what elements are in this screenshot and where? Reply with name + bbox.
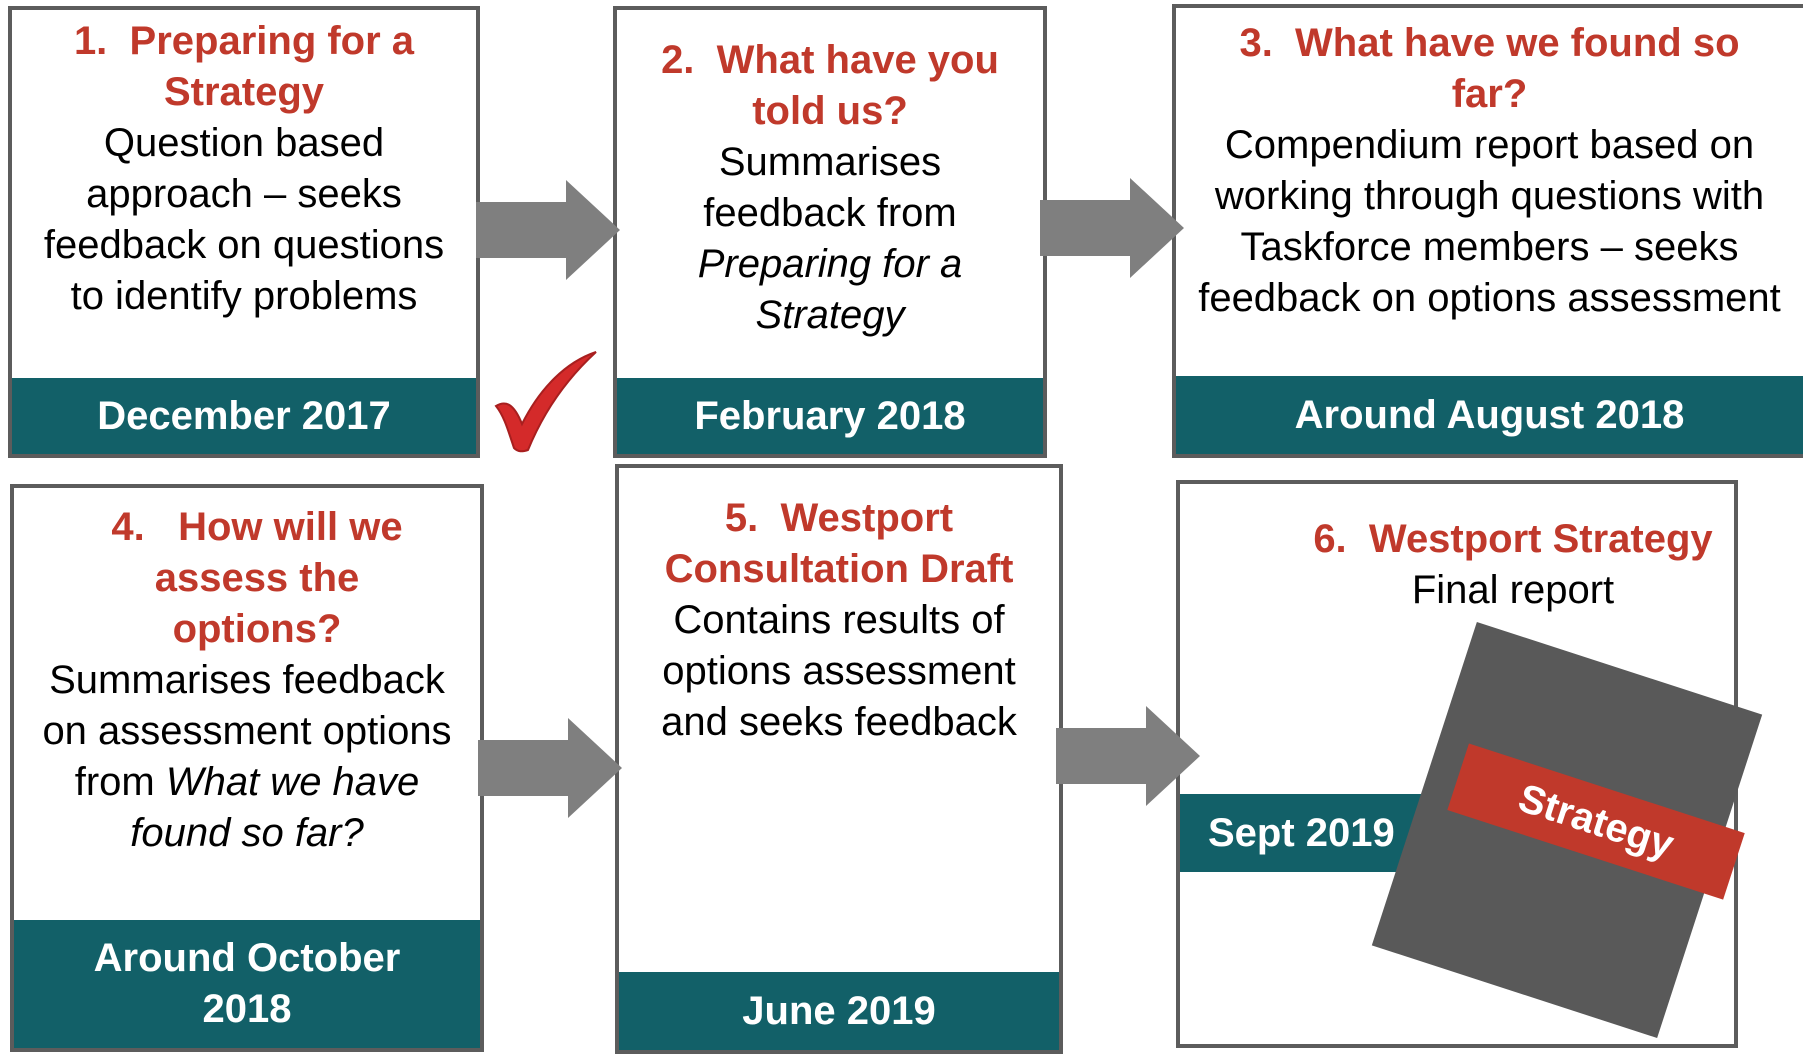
step-6-body: Final report bbox=[1411, 568, 1615, 612]
step-6-text: 6. Westport Strategy Final report bbox=[1180, 514, 1734, 616]
step-4-text: 4. How will we assess the options? Summa… bbox=[14, 502, 480, 859]
step-5-body: Contains results of options assessment a… bbox=[661, 598, 1017, 744]
step-1-title: 1. Preparing for a Strategy bbox=[73, 19, 415, 114]
step-5-date: June 2019 bbox=[619, 972, 1059, 1050]
step-4-body-italic: What we have found so far? bbox=[130, 760, 420, 855]
step-3-title: 3. What have we found so far? bbox=[1239, 21, 1740, 116]
step-5-text: 5. Westport Consultation Draft Contains … bbox=[619, 493, 1059, 748]
right-arrow-icon bbox=[476, 180, 620, 280]
step-3-box: 3. What have we found so far? Compendium… bbox=[1172, 4, 1803, 458]
step-6-title: 6. Westport Strategy bbox=[1313, 517, 1713, 561]
step-2-date: February 2018 bbox=[617, 378, 1043, 454]
step-4-body: Summarises feedback on assessment option… bbox=[42, 658, 452, 804]
right-arrow-icon bbox=[478, 718, 622, 818]
check-mark-icon bbox=[494, 351, 597, 453]
step-2-box: 2. What have you told us? Summarises fee… bbox=[613, 6, 1047, 458]
strategy-book-label: Strategy bbox=[1513, 775, 1679, 868]
step-2-body: Summarises feedback from bbox=[703, 140, 957, 235]
right-arrow-icon bbox=[1056, 706, 1200, 806]
right-arrow-icon bbox=[1040, 178, 1184, 278]
step-5-title: 5. Westport Consultation Draft bbox=[664, 496, 1014, 591]
strategy-book-band: Strategy bbox=[1447, 743, 1745, 900]
step-1-body: Question based approach – seeks feedback… bbox=[43, 121, 445, 318]
step-5-box: 5. Westport Consultation Draft Contains … bbox=[615, 464, 1063, 1054]
step-1-date: December 2017 bbox=[12, 378, 476, 454]
step-4-date: Around October 2018 bbox=[14, 920, 480, 1048]
step-1-box: 1. Preparing for a Strategy Question bas… bbox=[8, 6, 480, 458]
step-3-body: Compendium report based on working throu… bbox=[1198, 123, 1781, 320]
step-3-date: Around August 2018 bbox=[1176, 376, 1803, 454]
step-1-text: 1. Preparing for a Strategy Question bas… bbox=[12, 16, 476, 322]
step-2-text: 2. What have you told us? Summarises fee… bbox=[617, 35, 1043, 341]
step-4-box: 4. How will we assess the options? Summa… bbox=[10, 484, 484, 1052]
step-2-body-italic: Preparing for a Strategy bbox=[697, 242, 963, 337]
step-3-text: 3. What have we found so far? Compendium… bbox=[1176, 18, 1803, 324]
step-4-title: 4. How will we assess the options? bbox=[111, 505, 403, 651]
step-2-title: 2. What have you told us? bbox=[661, 38, 999, 133]
